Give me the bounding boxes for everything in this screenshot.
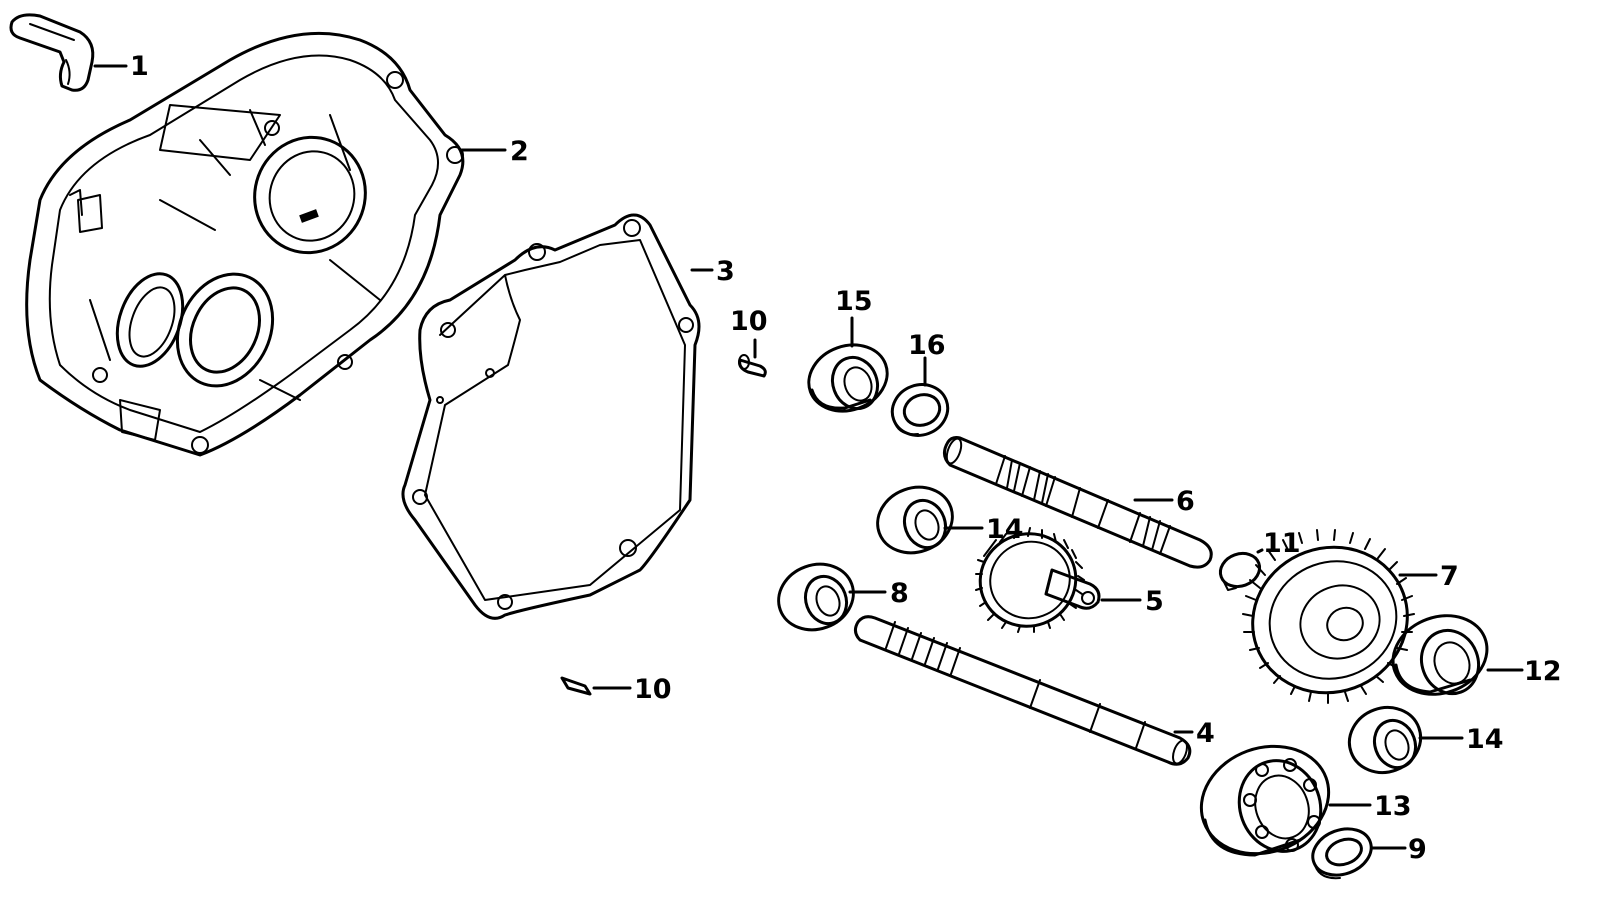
callout-5: 5 bbox=[1145, 586, 1164, 617]
callout-11: 11 bbox=[1263, 528, 1301, 559]
part-13-bearing bbox=[1199, 744, 1331, 857]
part-2-case-cover bbox=[25, 31, 465, 457]
callout-12: 12 bbox=[1524, 656, 1562, 687]
callout-10-upper: 10 bbox=[730, 306, 768, 337]
callout-3: 3 bbox=[716, 256, 735, 287]
callout-16: 16 bbox=[908, 330, 946, 361]
part-6-drive-shaft bbox=[943, 436, 1213, 569]
callout-13: 13 bbox=[1374, 791, 1412, 822]
part-12-bearing bbox=[1391, 614, 1489, 696]
callout-15: 15 bbox=[835, 286, 873, 317]
callout-14-lower: 14 bbox=[1466, 724, 1504, 755]
callout-2: 2 bbox=[510, 136, 529, 167]
callout-8: 8 bbox=[890, 578, 909, 609]
part-16-oil-seal bbox=[890, 383, 950, 437]
part-1-breather-tube bbox=[9, 13, 95, 92]
part-8-bearing bbox=[777, 562, 855, 632]
part-3-gasket bbox=[401, 213, 701, 620]
callout-14-upper: 14 bbox=[986, 514, 1024, 545]
part-10-dowel-pin-upper bbox=[738, 354, 767, 378]
part-14-bearing-upper bbox=[876, 485, 954, 555]
callout-labels: 1 2 3 10 15 16 6 14 11 7 5 8 12 10 4 14 … bbox=[130, 51, 1562, 865]
part-5-gear bbox=[975, 527, 1101, 633]
part-14-bearing-lower bbox=[1347, 706, 1423, 774]
part-9-oil-seal bbox=[1311, 827, 1373, 880]
callout-7: 7 bbox=[1440, 561, 1459, 592]
callout-1: 1 bbox=[130, 51, 149, 82]
part-4-countershaft bbox=[853, 615, 1192, 766]
part-15-bearing bbox=[807, 343, 889, 413]
leader-lines bbox=[93, 64, 1524, 850]
callout-9: 9 bbox=[1408, 834, 1427, 865]
callout-6: 6 bbox=[1176, 486, 1195, 517]
callout-4: 4 bbox=[1196, 718, 1215, 749]
callout-10-lower: 10 bbox=[634, 674, 672, 705]
part-7-final-gear bbox=[1242, 529, 1415, 704]
part-11-circlip bbox=[1218, 551, 1262, 591]
part-10-dowel-pin-lower bbox=[560, 676, 592, 696]
